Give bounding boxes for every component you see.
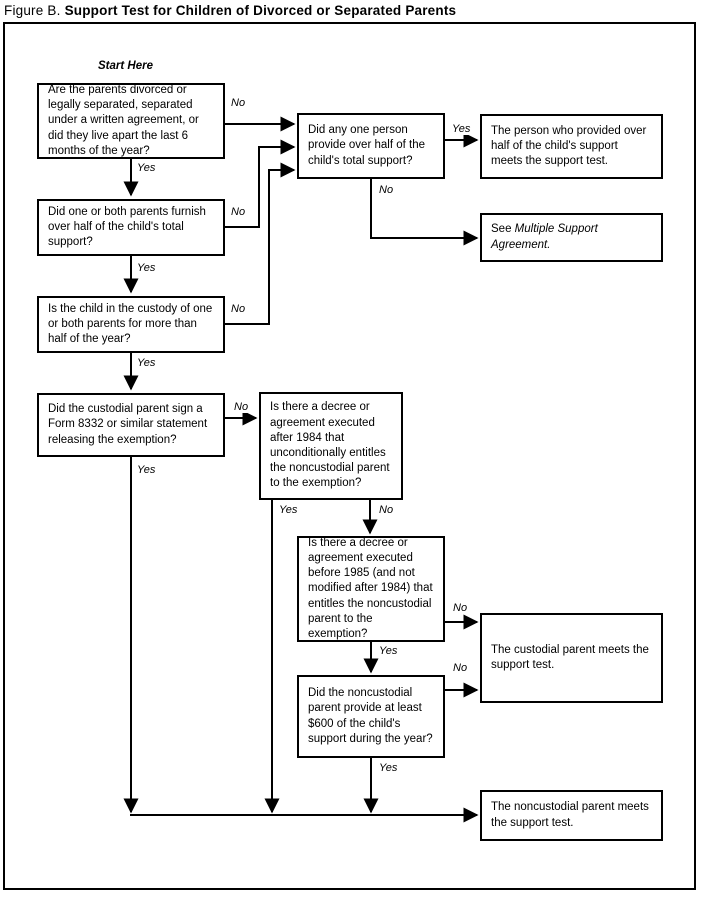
figure-label: Figure B. [4, 3, 61, 18]
label-q2-no: No [230, 206, 247, 218]
node-parents-half-support-text: Did one or both parents furnish over hal… [48, 205, 206, 249]
node-form-8332: Did the custodial parent sign a Form 833… [37, 393, 225, 457]
node-decree-before-1985: Is there a decree or agreement executed … [297, 536, 445, 642]
label-person-yes: Yes [451, 123, 472, 135]
node-result-person-provided: The person who provided over half of the… [480, 114, 663, 179]
node-result-custodial-text: The custodial parent meets the support t… [491, 643, 649, 671]
node-any-one-person-text: Did any one person provide over half of … [308, 124, 425, 167]
figure-title-text: Support Test for Children of Divorced or… [64, 3, 457, 18]
label-q5-no: No [378, 504, 395, 516]
node-600-support: Did the noncustodial parent provide at l… [297, 675, 445, 758]
see-prefix: See [491, 223, 515, 236]
label-person-no: No [378, 184, 395, 196]
multiple-support-agreement-ref: Multiple Support Agreement. [491, 223, 598, 251]
label-q7-yes: Yes [378, 762, 399, 774]
node-result-noncustodial: The noncustodial parent meets the suppor… [480, 790, 663, 841]
label-q5-yes: Yes [278, 504, 299, 516]
node-child-custody-text: Is the child in the custody of one or bo… [48, 302, 213, 346]
label-q6-no: No [452, 602, 469, 614]
label-q6-yes: Yes [378, 645, 399, 657]
node-form-8332-text: Did the custodial parent sign a Form 833… [48, 403, 208, 446]
node-child-custody: Is the child in the custody of one or bo… [37, 296, 225, 353]
node-parents-half-support: Did one or both parents furnish over hal… [37, 199, 225, 256]
figure-title: Figure B.Support Test for Children of Di… [4, 3, 456, 18]
node-600-support-text: Did the noncustodial parent provide at l… [308, 687, 433, 745]
label-q2-yes: Yes [136, 262, 157, 274]
node-decree-after-1984: Is there a decree or agreement executed … [259, 392, 403, 500]
label-q3-yes: Yes [136, 357, 157, 369]
node-see-multiple-support: See Multiple Support Agreement. [480, 213, 663, 262]
node-any-one-person: Did any one person provide over half of … [297, 113, 445, 179]
see-multiple-support-text: See Multiple Support Agreement. [491, 222, 652, 252]
label-q4-yes: Yes [136, 464, 157, 476]
node-result-custodial: The custodial parent meets the support t… [480, 613, 663, 703]
label-q3-no: No [230, 303, 247, 315]
label-q7-no: No [452, 662, 469, 674]
node-result-noncustodial-text: The noncustodial parent meets the suppor… [491, 801, 649, 829]
node-parents-divorced: Are the parents divorced or legally sepa… [37, 83, 225, 159]
node-decree-after-1984-text: Is there a decree or agreement executed … [270, 401, 390, 490]
label-q1-no: No [230, 97, 247, 109]
label-q1-yes: Yes [136, 162, 157, 174]
node-decree-before-1985-text: Is there a decree or agreement executed … [308, 536, 433, 640]
node-result-person-provided-text: The person who provided over half of the… [491, 124, 647, 168]
node-parents-divorced-text: Are the parents divorced or legally sepa… [48, 84, 199, 157]
label-q4-no: No [233, 401, 250, 413]
start-here-label: Start Here [98, 60, 153, 72]
